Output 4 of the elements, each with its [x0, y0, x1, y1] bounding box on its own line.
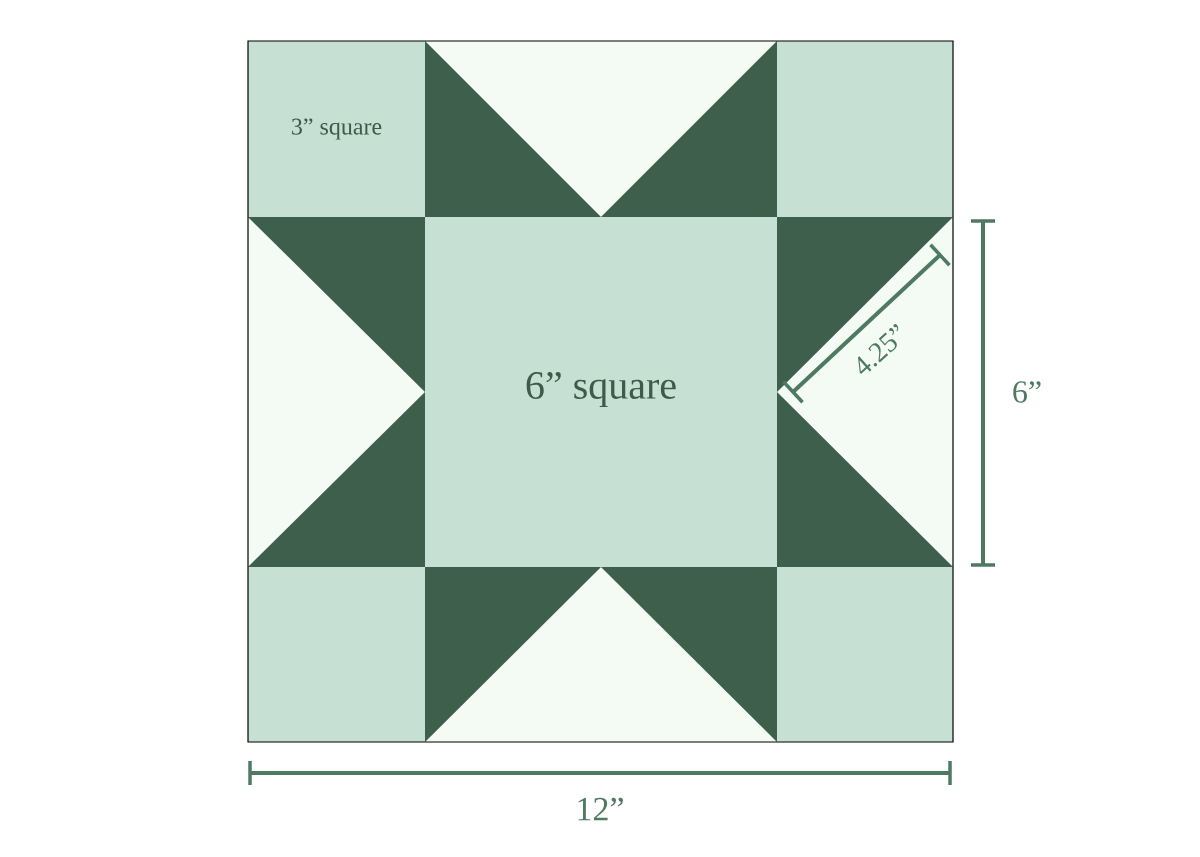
square-patch: 6” square — [526, 371, 676, 408]
dimension-label: 6” — [1013, 381, 1041, 403]
dimension-label: 12” — [578, 797, 623, 821]
square-patch: 3” square — [292, 118, 382, 140]
